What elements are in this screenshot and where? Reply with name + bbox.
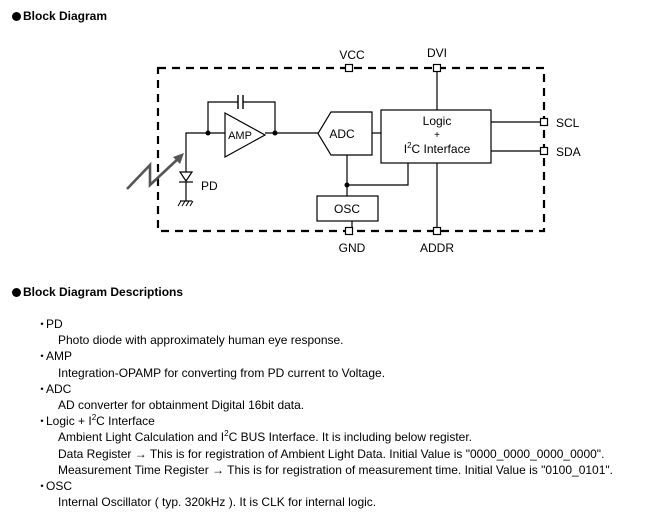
item-title: Logic + I2C Interface (46, 413, 155, 429)
descriptions-list: ・ PD Photo diode with approximately huma… (36, 316, 613, 510)
measurement-time-register-description: Measurement Time Register → This is for … (58, 462, 613, 477)
osc-label: OSC (334, 202, 360, 216)
sda-pin (539, 146, 549, 156)
logic-label-line3: I2C Interface (404, 141, 471, 156)
logic-label-line1: Logic (423, 114, 452, 128)
list-item: ・ OSC (36, 479, 73, 494)
adc-label: ADC (329, 127, 355, 141)
list-item: ・ ADC (36, 381, 72, 396)
addr-label: ADDR (420, 241, 454, 255)
item-description: Ambient Light Calculation and I2C BUS In… (58, 429, 473, 445)
block-diagram-title: Block Diagram (23, 9, 108, 23)
item-description: AD converter for obtainment Digital 16bi… (58, 398, 305, 413)
dvi-label: DVI (427, 46, 447, 60)
list-item: ・ PD (36, 317, 63, 331)
photodiode-icon (178, 171, 194, 183)
item-title: OSC (46, 479, 73, 494)
item-description: Photo diode with approximately human eye… (58, 333, 344, 348)
list-item: ・ Logic + I2C Interface (36, 413, 155, 429)
list-item: ・ AMP (36, 349, 73, 364)
item-title: PD (46, 317, 63, 331)
vcc-pin (344, 63, 354, 73)
gnd-label: GND (339, 241, 366, 255)
item-description: Internal Oscillator ( typ. 320kHz ). It … (58, 495, 377, 510)
amp-label: AMP (228, 130, 252, 142)
sda-label: SDA (556, 145, 581, 159)
scl-pin (539, 117, 549, 127)
logic-block (380, 109, 492, 164)
scl-label: SCL (556, 116, 580, 130)
gnd-pin (344, 226, 354, 236)
data-register-description: Data Register → This is for registration… (58, 446, 605, 461)
item-description: Integration-OPAMP for converting from PD… (58, 365, 386, 380)
pd-label: PD (201, 179, 218, 193)
descriptions-heading: Block Diagram Descriptions (12, 285, 183, 299)
item-title: ADC (46, 381, 72, 396)
dvi-pin (432, 63, 442, 73)
item-title: AMP (46, 349, 73, 364)
heading-bullet-icon (12, 287, 21, 297)
amp-block (224, 111, 267, 159)
descriptions-title: Block Diagram Descriptions (23, 285, 184, 299)
osc-block (316, 195, 379, 222)
addr-pin (432, 226, 442, 236)
block-diagram-heading: Block Diagram (12, 9, 107, 23)
heading-bullet-icon (12, 11, 21, 21)
block-diagram: VCC DVI GND ADDR SCL SDA Logic + I2C Int… (126, 46, 581, 255)
vcc-label: VCC (339, 48, 365, 62)
adc-block (317, 111, 373, 156)
logic-label-line2: + (434, 130, 440, 141)
light-arrow-icon (126, 156, 181, 190)
